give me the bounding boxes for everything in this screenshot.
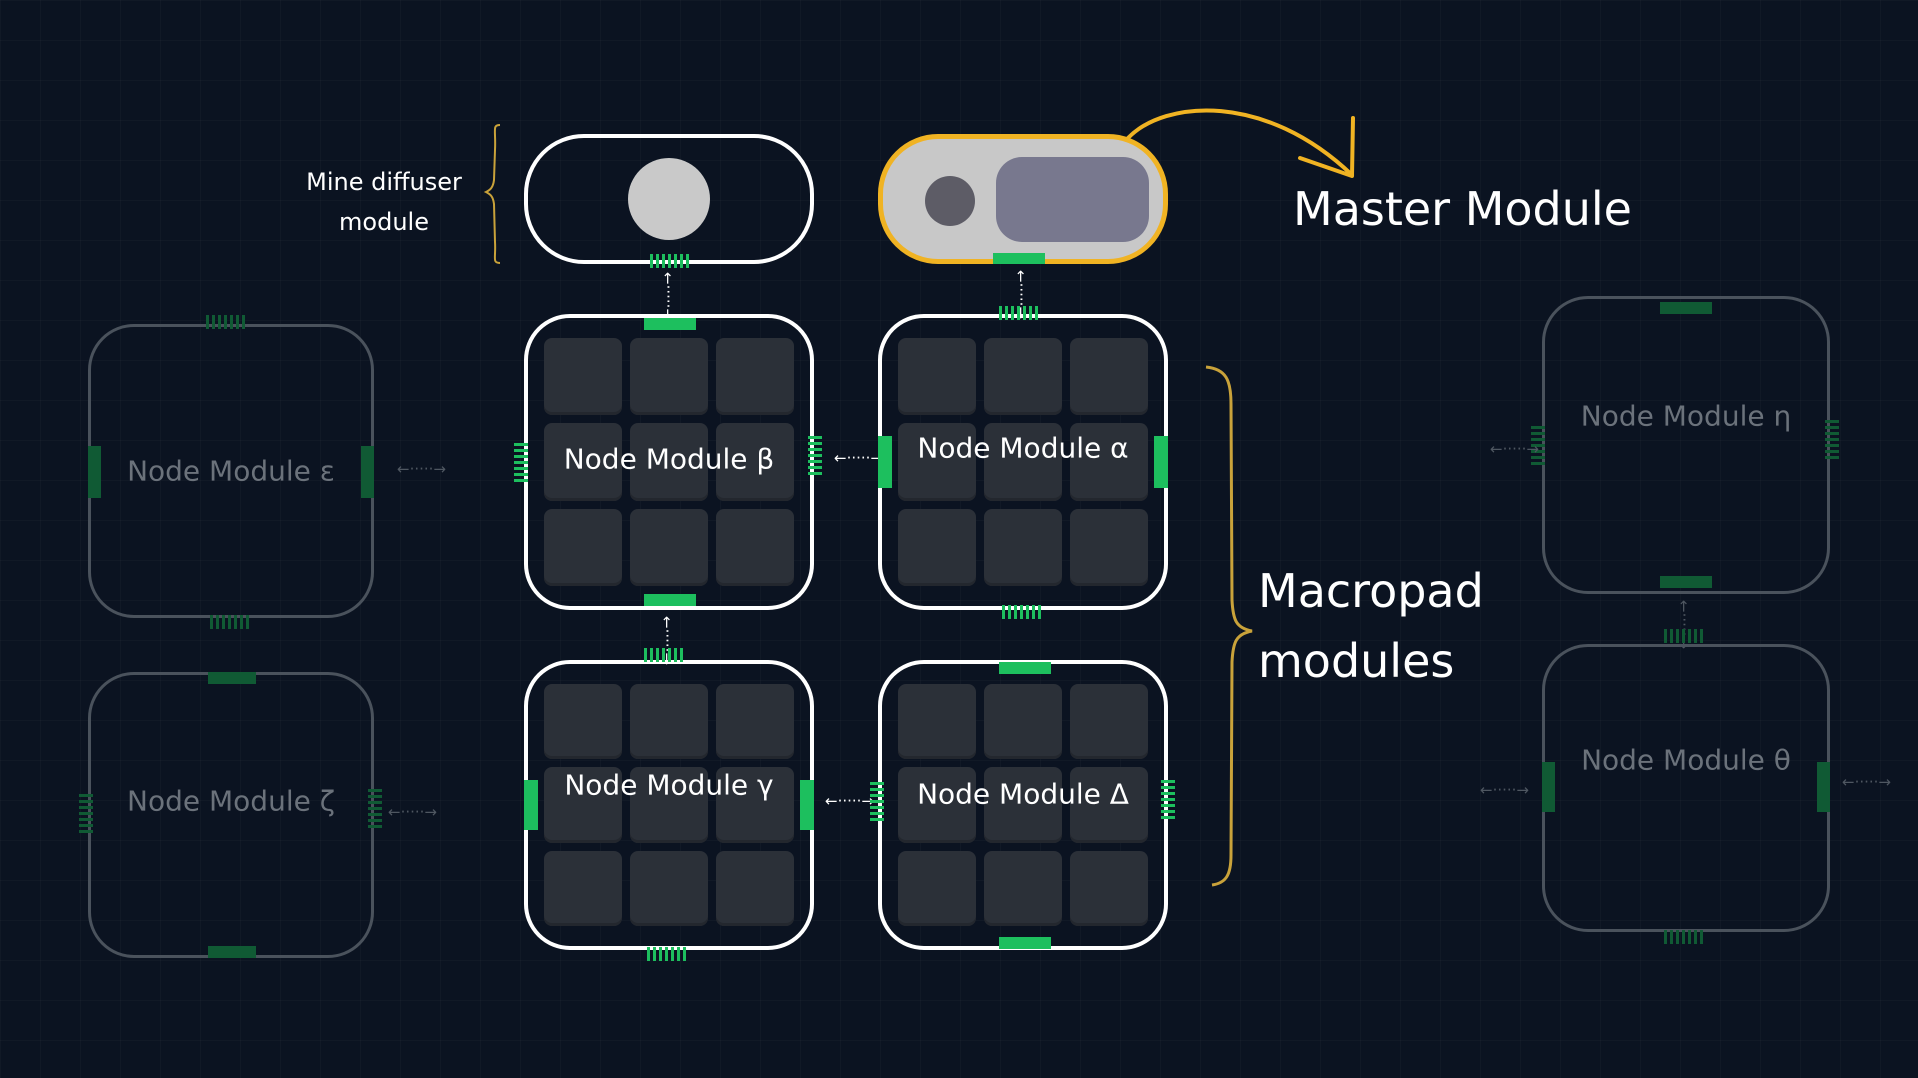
connector — [524, 780, 538, 830]
link-arrow: ←·····→ — [834, 449, 883, 467]
connector — [1664, 930, 1706, 944]
connector — [1664, 629, 1706, 643]
connector — [999, 306, 1041, 320]
connector — [644, 594, 696, 606]
connector — [808, 436, 822, 476]
connector — [993, 253, 1045, 264]
connector — [644, 318, 696, 330]
node-module-delta-label: Node Module Δ — [917, 777, 1129, 811]
node-module-alpha[interactable]: Node Module α — [878, 314, 1168, 610]
connector — [208, 672, 256, 684]
connector — [361, 446, 374, 498]
connector — [870, 782, 884, 822]
mine-diffuser-module[interactable] — [524, 134, 814, 264]
node-module-theta-label: Node Module θ — [1581, 743, 1791, 777]
node-module-alpha-label: Node Module α — [917, 431, 1129, 465]
connector — [644, 648, 686, 662]
mine-diffuser-label: Mine diffuser module — [290, 162, 478, 242]
connector — [368, 789, 382, 829]
connector — [999, 937, 1051, 949]
macropad-label-line1: Macropad — [1258, 564, 1484, 618]
node-module-gamma-label: Node Module γ — [564, 768, 774, 802]
connector — [647, 947, 689, 961]
link-arrow: ←·····→ — [659, 272, 677, 321]
connector — [800, 780, 814, 830]
connector — [210, 615, 252, 629]
connector — [1002, 605, 1044, 619]
node-module-epsilon-label: Node Module ε — [127, 454, 335, 488]
connector — [514, 443, 528, 483]
master-arrow-curve — [1126, 108, 1354, 177]
node-module-zeta[interactable]: Node Module ζ — [88, 672, 374, 958]
connector — [1542, 762, 1555, 812]
connector — [1825, 420, 1839, 460]
macropad-label: Macropad modules — [1258, 556, 1484, 696]
mine-diffuser-button[interactable] — [628, 158, 710, 240]
connector — [1817, 762, 1830, 812]
connector — [1660, 576, 1712, 588]
master-module[interactable] — [878, 134, 1168, 264]
link-arrow: ←·····→ — [1842, 773, 1891, 791]
connector — [206, 315, 248, 329]
connector — [999, 662, 1051, 674]
mine-diffuser-label-line1: Mine diffuser — [306, 168, 462, 196]
connector — [878, 436, 892, 488]
connector — [79, 794, 93, 834]
connector — [650, 254, 692, 268]
master-arrow-head — [1298, 116, 1355, 178]
connector — [1154, 436, 1168, 488]
node-module-eta[interactable]: Node Module η — [1542, 296, 1830, 594]
connector — [208, 946, 256, 958]
mine-diffuser-brace — [483, 124, 501, 264]
node-module-beta-label: Node Module β — [563, 442, 775, 476]
master-module-title: Master Module — [1293, 182, 1632, 236]
macropad-label-line2: modules — [1258, 634, 1455, 688]
connector — [1660, 302, 1712, 314]
link-arrow: ←·····→ — [1480, 781, 1529, 799]
master-indicator-dot — [925, 176, 975, 226]
node-module-beta[interactable]: Node Module β — [524, 314, 814, 610]
link-arrow: ←·····→ — [1490, 440, 1539, 458]
macropad-brace — [1205, 365, 1253, 887]
master-screen — [996, 157, 1149, 242]
node-module-theta[interactable]: Node Module θ — [1542, 644, 1830, 932]
node-module-delta[interactable]: Node Module Δ — [878, 660, 1168, 950]
connector — [88, 446, 101, 498]
connector — [1161, 780, 1175, 820]
node-module-gamma[interactable]: Node Module γ — [524, 660, 814, 950]
node-module-epsilon[interactable]: Node Module ε — [88, 324, 374, 618]
link-arrow: ←·····→ — [825, 792, 874, 810]
link-arrow: ←·····→ — [397, 460, 446, 478]
node-module-eta-label: Node Module η — [1580, 399, 1792, 433]
link-arrow: ←·····→ — [388, 803, 437, 821]
connector — [1531, 426, 1545, 466]
node-module-zeta-label: Node Module ζ — [127, 784, 335, 818]
mine-diffuser-label-line2: module — [339, 208, 429, 236]
